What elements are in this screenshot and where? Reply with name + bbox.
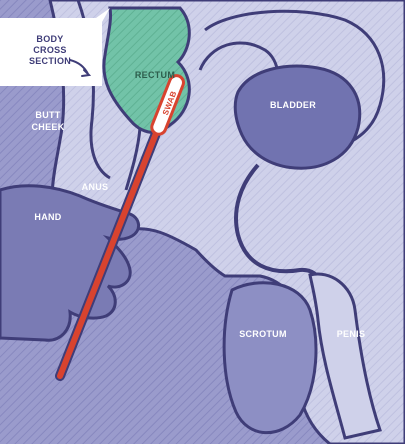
scrotum-shape bbox=[224, 283, 316, 433]
butt-cheek-label-2: CHEEK bbox=[31, 122, 64, 132]
hand-label: HAND bbox=[34, 212, 61, 222]
anus-label: ANUS bbox=[82, 182, 109, 192]
bladder-shape bbox=[235, 66, 359, 168]
rectum-label: RECTUM bbox=[135, 70, 175, 80]
penis-label: PENIS bbox=[337, 329, 366, 339]
butt-cheek-label-1: BUTT bbox=[35, 110, 60, 120]
callout-line1: BODY bbox=[36, 34, 63, 44]
bladder-label: BLADDER bbox=[270, 100, 316, 110]
scrotum-label: SCROTUM bbox=[239, 329, 287, 339]
callout-line3: SECTION bbox=[29, 56, 71, 66]
callout-line2: CROSS bbox=[33, 45, 67, 55]
